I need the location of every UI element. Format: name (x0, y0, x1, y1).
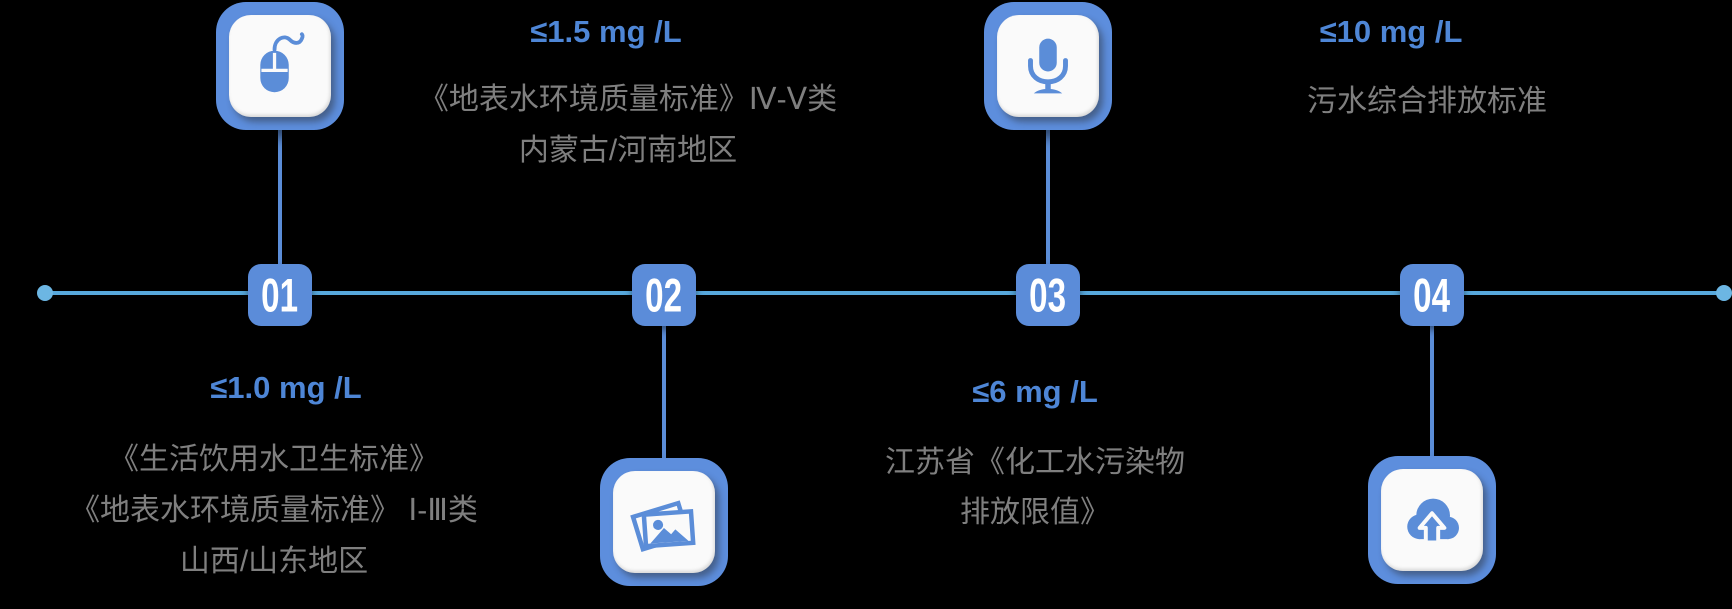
milestone-2-text: ≤1.5 mg /L 《地表水环境质量标准》Ⅳ-Ⅴ类 内蒙古/河南地区 (348, 10, 908, 176)
milestone-1-description-line: 山西/山东地区 (179, 545, 369, 578)
milestone-1-text: ≤1.0 mg /L 《生活饮用水卫生标准》 《地表水环境质量标准》 Ⅰ-Ⅲ类 … (0, 366, 554, 587)
photos-icon (613, 471, 715, 573)
milestone-3-icon-tile (984, 2, 1112, 130)
milestone-1-icon-tile (216, 2, 344, 130)
milestone-3-description-line: 江苏省《化工水污染物 (885, 446, 1185, 479)
milestone-4-number: 04 (1413, 268, 1451, 322)
connector-milestone-4 (1430, 324, 1434, 460)
milestone-3-number: 03 (1029, 268, 1067, 322)
milestone-2-badge: 02 (632, 264, 696, 326)
milestone-1-description-line: 《生活饮用水卫生标准》 (109, 443, 439, 476)
milestone-3-description-line: 排放限值》 (960, 496, 1110, 529)
timeline-axis (45, 291, 1725, 295)
milestone-4-description-line: 污水综合排放标准 (1307, 85, 1547, 118)
milestone-4-badge: 04 (1400, 264, 1464, 326)
milestone-1-limit-value: ≤1.0 mg /L (210, 370, 362, 405)
milestone-3-badge: 03 (1016, 264, 1080, 326)
milestone-2-limit-value: ≤1.5 mg /L (530, 14, 682, 49)
connector-milestone-2 (662, 324, 666, 462)
cloud-upload-icon (1381, 469, 1483, 571)
milestone-2-description-line: 内蒙古/河南地区 (518, 134, 738, 167)
timeline-end-dot (1716, 285, 1732, 301)
timeline-start-dot (37, 285, 53, 301)
milestone-3-text: ≤6 mg /L 江苏省《化工水污染物 排放限值》 (775, 370, 1295, 538)
milestone-4-description: 污水综合排放标准 (1147, 76, 1707, 127)
milestone-2-icon-tile (600, 458, 728, 586)
milestone-2-description: 《地表水环境质量标准》Ⅳ-Ⅴ类 内蒙古/河南地区 (348, 74, 908, 176)
milestone-4-icon-tile (1368, 456, 1496, 584)
milestone-1-description-line: 《地表水环境质量标准》 Ⅰ-Ⅲ类 (70, 494, 478, 527)
connector-milestone-3 (1046, 128, 1050, 266)
connector-milestone-1 (278, 128, 282, 266)
milestone-1-badge: 01 (248, 264, 312, 326)
mouse-icon (229, 15, 331, 117)
microphone-icon (997, 15, 1099, 117)
milestone-1-number: 01 (261, 268, 299, 322)
milestone-3-limit-value: ≤6 mg /L (972, 374, 1098, 409)
milestone-2-description-line: 《地表水环境质量标准》Ⅳ-Ⅴ类 (418, 83, 838, 116)
milestone-1-description: 《生活饮用水卫生标准》 《地表水环境质量标准》 Ⅰ-Ⅲ类 山西/山东地区 (0, 434, 554, 587)
milestone-4-limit-value: ≤10 mg /L (1319, 14, 1463, 49)
milestone-3-description: 江苏省《化工水污染物 排放限值》 (775, 438, 1295, 538)
milestone-4-text: ≤10 mg /L 污水综合排放标准 (1147, 10, 1707, 127)
milestone-2-number: 02 (645, 268, 683, 322)
